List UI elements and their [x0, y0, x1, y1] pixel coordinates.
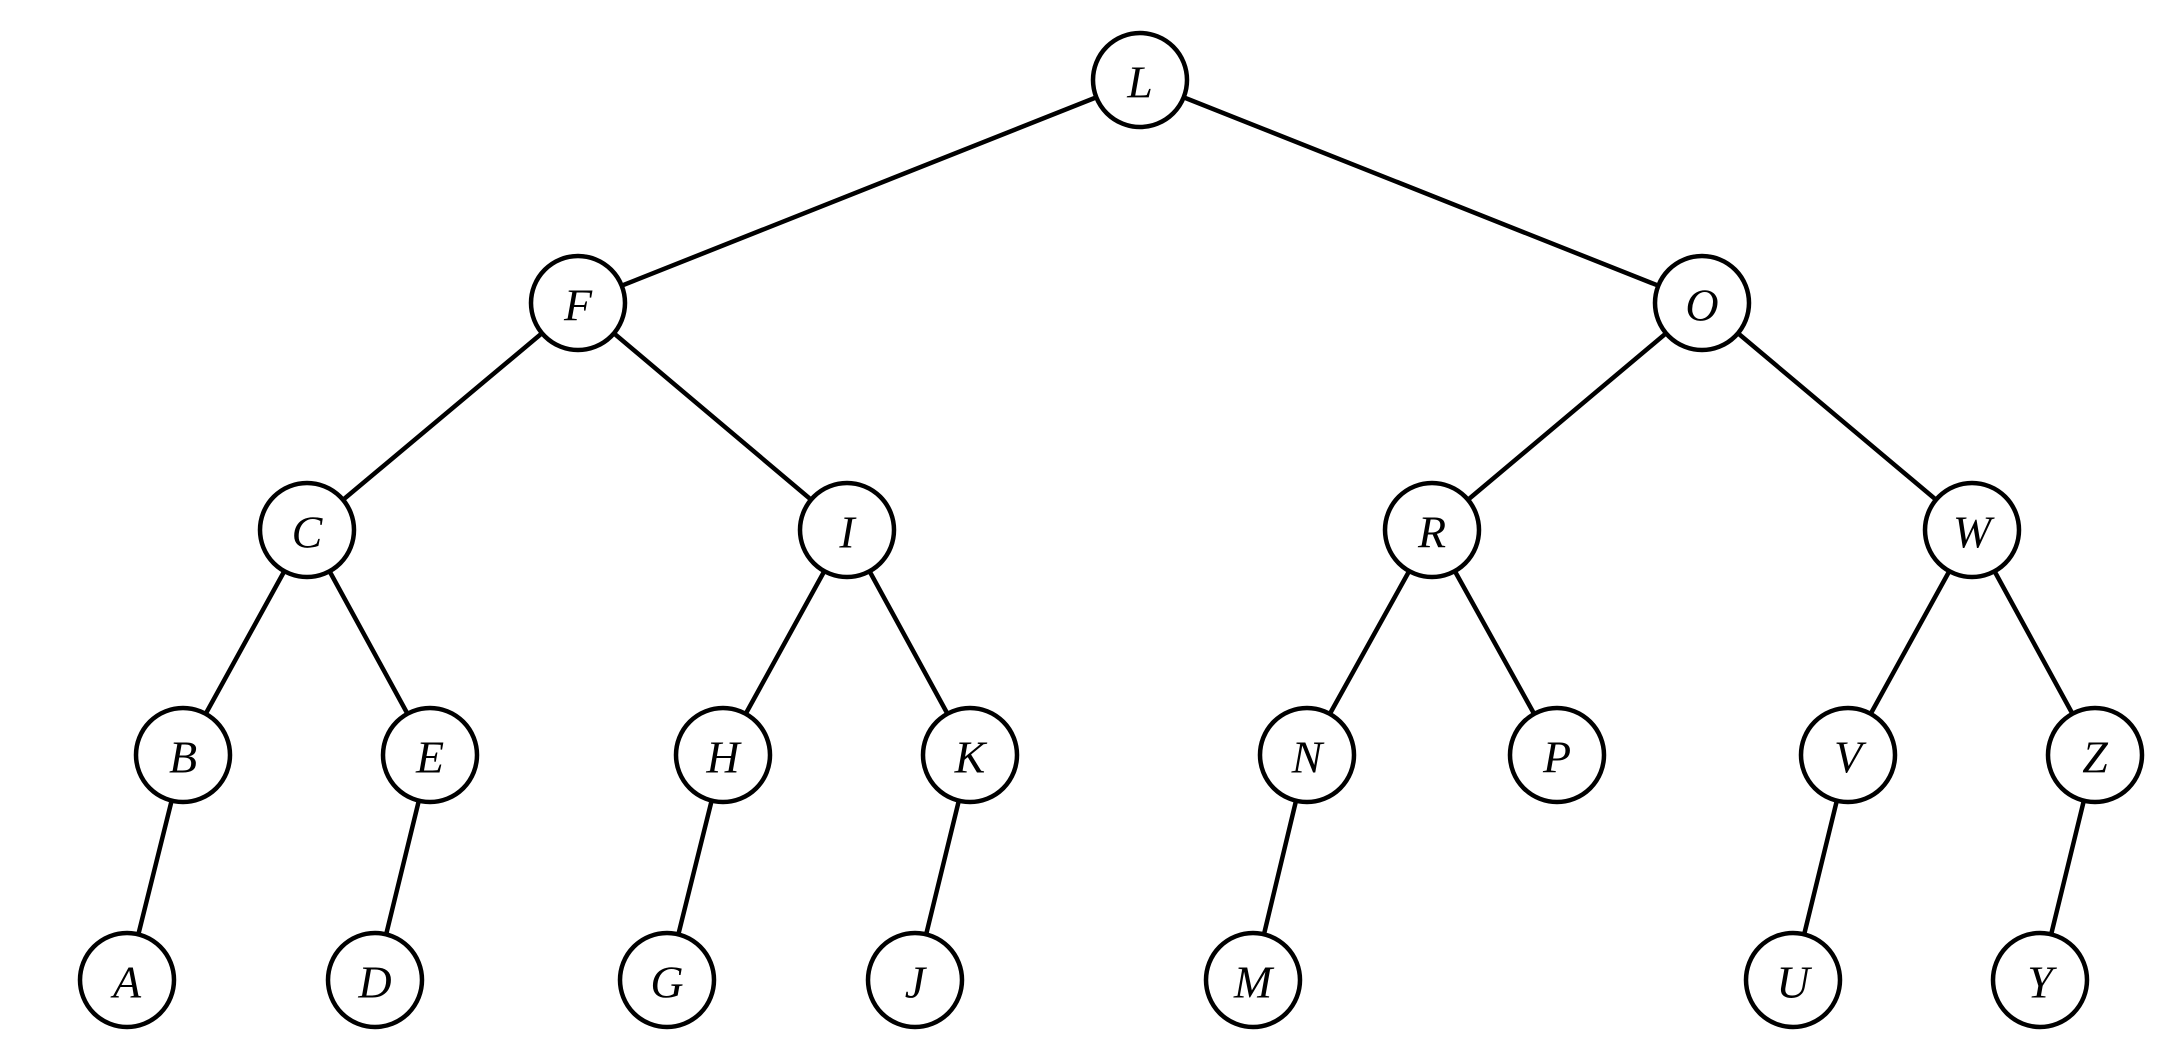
node-circle-K	[920, 705, 1020, 805]
tree-node-B: B	[133, 705, 233, 805]
tree-node-Z: Z	[2045, 705, 2145, 805]
node-label-K: K	[954, 732, 988, 783]
node-circle-G	[617, 930, 717, 1030]
tree-node-R: R	[1382, 480, 1482, 580]
tree-node-J: J	[865, 930, 965, 1030]
node-circle-B	[133, 705, 233, 805]
tree-edge-F-I	[575, 300, 850, 533]
tree-node-E: E	[380, 705, 480, 805]
tree-edge-O-R	[1429, 300, 1705, 533]
node-label-J: J	[905, 957, 928, 1008]
tree-node-G: G	[617, 930, 717, 1030]
node-circle-E	[380, 705, 480, 805]
node-label-P: P	[1542, 732, 1571, 783]
node-label-U: U	[1776, 957, 1812, 1008]
tree-node-W: W	[1922, 480, 2022, 580]
edges-layer	[124, 77, 2098, 983]
node-circle-W	[1922, 480, 2022, 580]
node-circle-P	[1507, 705, 1607, 805]
node-circle-Y	[1990, 930, 2090, 1030]
tree-node-I: I	[797, 480, 897, 580]
node-label-L: L	[1126, 57, 1153, 108]
node-circle-V	[1798, 705, 1898, 805]
tree-node-N: N	[1257, 705, 1357, 805]
node-circle-Z	[2045, 705, 2145, 805]
tree-node-M: M	[1203, 930, 1303, 1030]
tree-edge-F-C	[304, 300, 581, 533]
node-label-R: R	[1417, 507, 1446, 558]
tree-node-P: P	[1507, 705, 1607, 805]
tree-node-V: V	[1798, 705, 1898, 805]
node-label-D: D	[357, 957, 391, 1008]
tree-node-O: O	[1652, 253, 1752, 353]
node-circle-M	[1203, 930, 1303, 1030]
node-label-Y: Y	[2027, 957, 2057, 1008]
tree-node-D: D	[325, 930, 425, 1030]
node-label-W: W	[1953, 507, 1995, 558]
tree-node-Y: Y	[1990, 930, 2090, 1030]
tree-node-K: K	[920, 705, 1020, 805]
node-label-M: M	[1233, 957, 1275, 1008]
node-circle-R	[1382, 480, 1482, 580]
node-circle-U	[1743, 930, 1843, 1030]
node-label-V: V	[1834, 732, 1867, 783]
tree-node-L: L	[1090, 30, 1190, 130]
node-circle-C	[257, 480, 357, 580]
nodes-layer: L F O C I R W B E H K N P V Z A D G J M U Y	[77, 30, 2145, 1030]
node-label-C: C	[292, 507, 324, 558]
node-label-G: G	[650, 957, 683, 1008]
tree-node-H: H	[673, 705, 773, 805]
tree-edge-O-W	[1699, 300, 1975, 533]
node-label-F: F	[563, 280, 593, 331]
node-label-N: N	[1291, 732, 1325, 783]
node-circle-H	[673, 705, 773, 805]
tree-node-A: A	[77, 930, 177, 1030]
tree-node-F: F	[528, 253, 628, 353]
tree-node-U: U	[1743, 930, 1843, 1030]
node-label-H: H	[705, 732, 742, 783]
tree-edge-L-F	[575, 77, 1143, 306]
node-circle-N	[1257, 705, 1357, 805]
node-label-E: E	[415, 732, 444, 783]
tree-node-C: C	[257, 480, 357, 580]
node-label-A: A	[110, 957, 142, 1008]
tree-edge-L-O	[1137, 77, 1705, 306]
node-circle-J	[865, 930, 965, 1030]
node-circle-O	[1652, 253, 1752, 353]
node-circle-D	[325, 930, 425, 1030]
node-label-Z: Z	[2082, 732, 2108, 783]
node-circle-L	[1090, 30, 1190, 130]
node-circle-A	[77, 930, 177, 1030]
node-circle-F	[528, 253, 628, 353]
node-label-B: B	[169, 732, 197, 783]
node-circle-I	[797, 480, 897, 580]
node-label-O: O	[1685, 280, 1718, 331]
node-label-I: I	[838, 507, 857, 558]
